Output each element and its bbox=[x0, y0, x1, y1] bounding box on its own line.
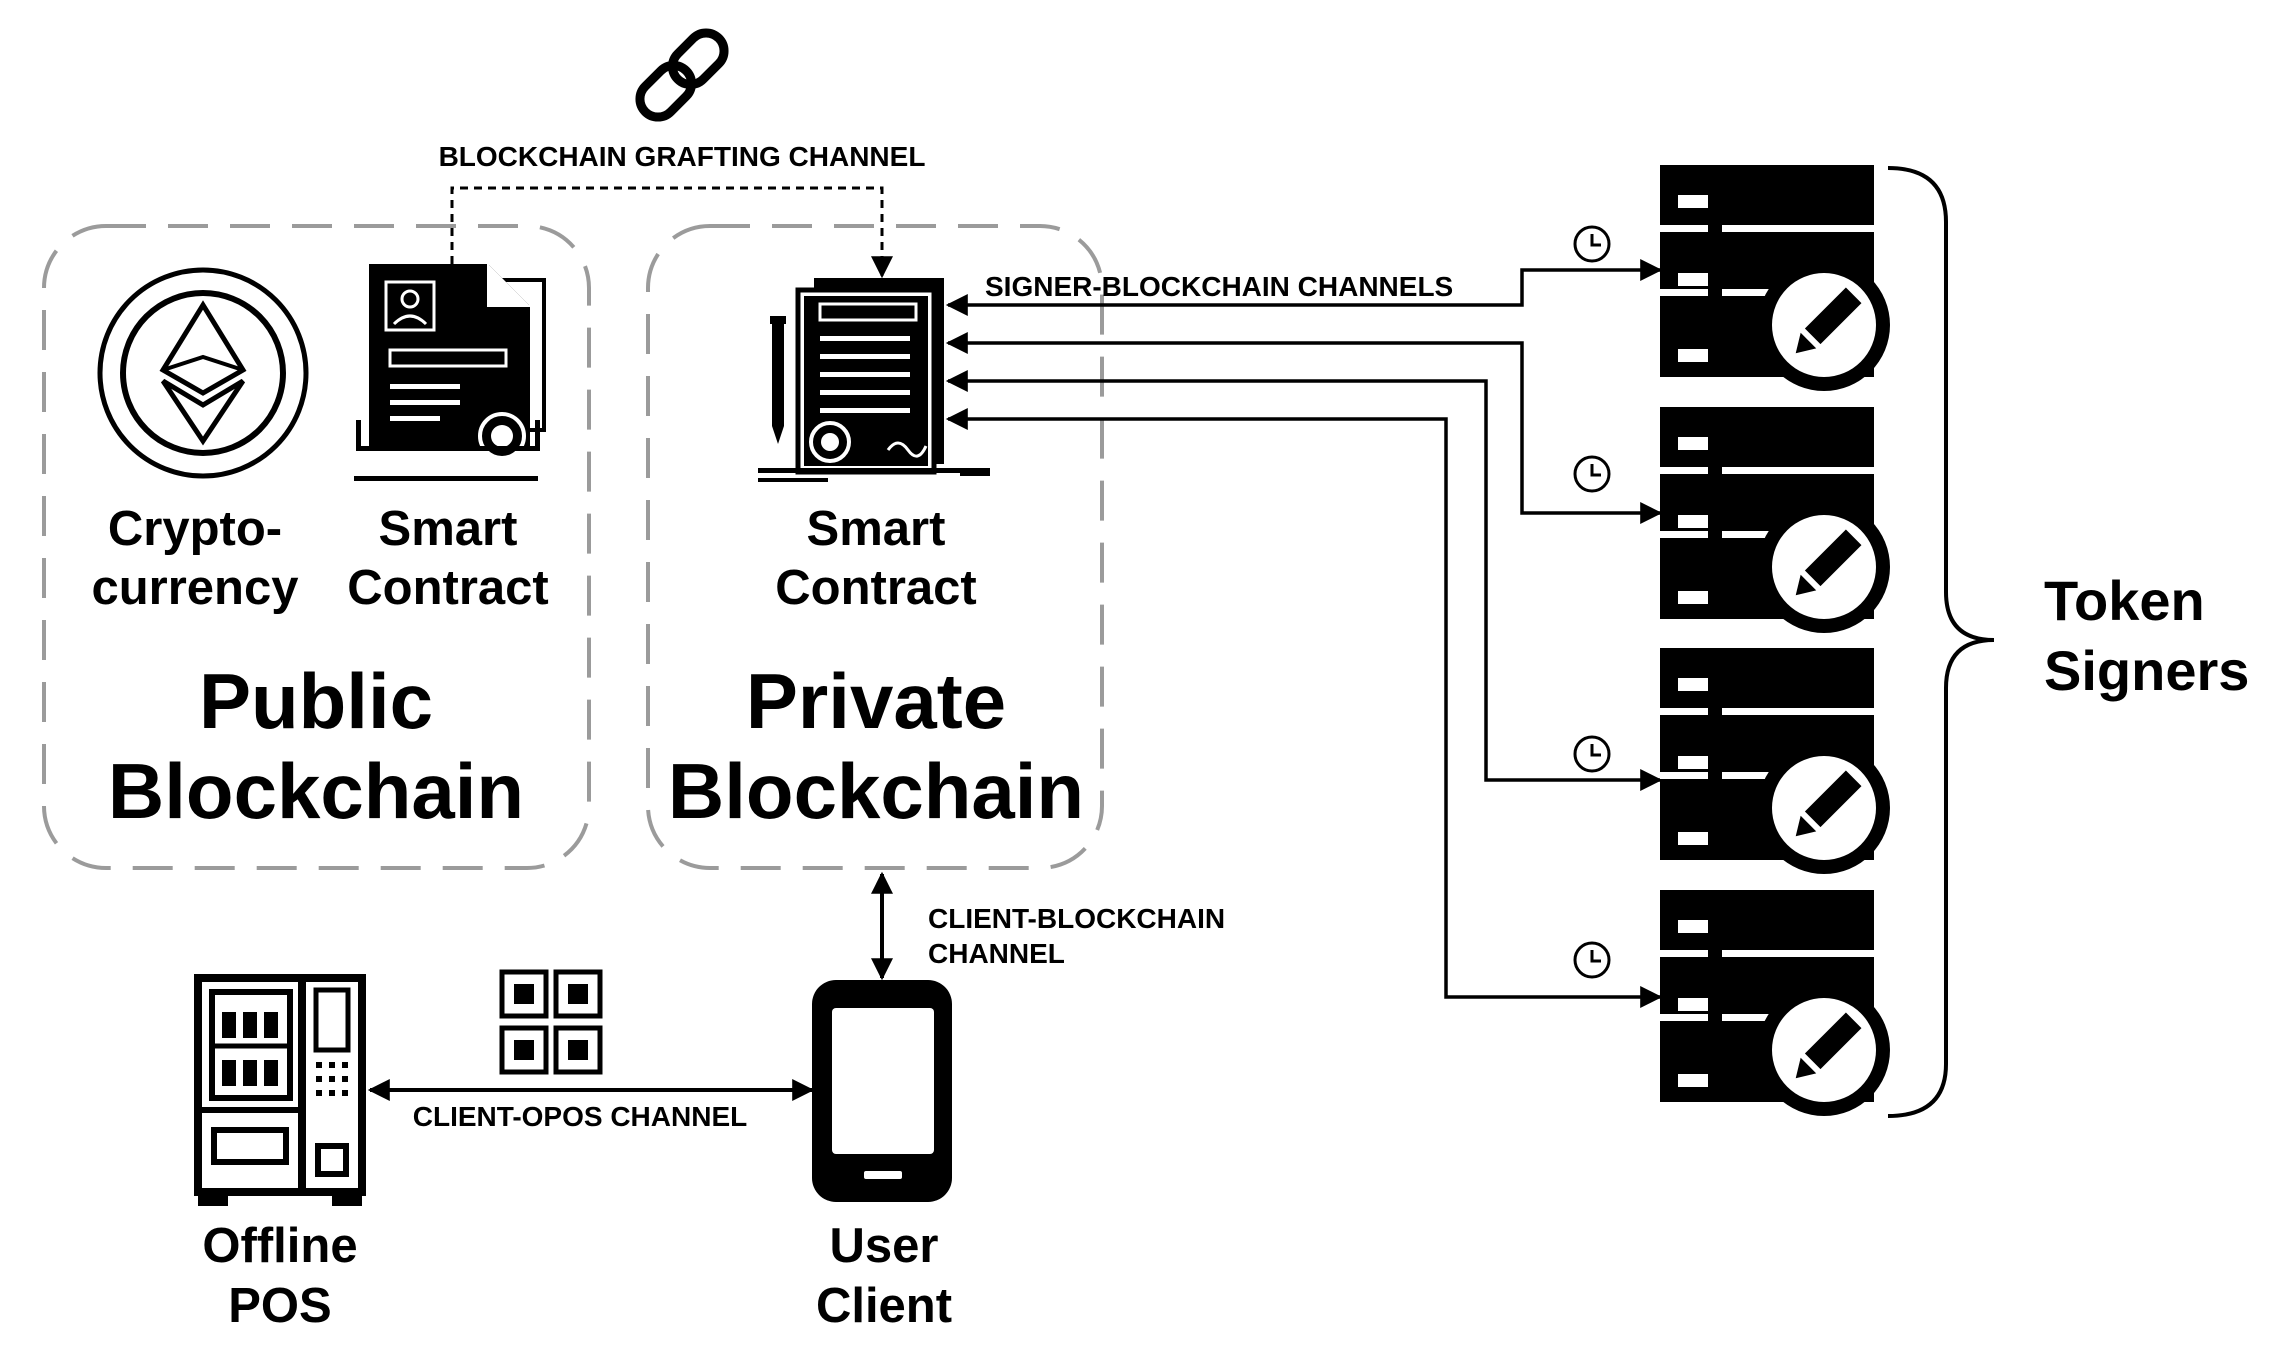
signer-channel-2 bbox=[945, 332, 1663, 524]
server-edit-icon bbox=[1660, 407, 1892, 633]
certificate-icon bbox=[354, 264, 546, 481]
signer-channel-3 bbox=[945, 370, 1663, 791]
client-opos-label: CLIENT-OPOS CHANNEL bbox=[413, 1101, 747, 1132]
token-signers-label-line1: Token bbox=[2044, 569, 2205, 632]
user-client-label-line1: User bbox=[830, 1219, 939, 1273]
public-contract-label-line1: Smart bbox=[379, 502, 518, 556]
token-signers-brace bbox=[1887, 166, 1995, 1118]
offline-pos-label-line2: POS bbox=[228, 1279, 331, 1333]
contract-signing-icon bbox=[758, 278, 990, 482]
public-blockchain-box bbox=[42, 224, 591, 870]
signer-blockchain-label: SIGNER-BLOCKCHAIN CHANNELS bbox=[985, 271, 1453, 302]
private-contract-label-line1: Smart bbox=[807, 502, 946, 556]
clock-icon bbox=[1573, 455, 1611, 493]
public-contract-label-line2: Contract bbox=[347, 561, 548, 615]
smartphone-icon bbox=[812, 980, 952, 1202]
token-signers-label-line2: Signers bbox=[2044, 639, 2249, 702]
server-edit-icon bbox=[1660, 165, 1892, 391]
ethereum-icon bbox=[97, 267, 309, 479]
signer-blockchain-channels bbox=[945, 259, 1663, 1008]
clock-icon bbox=[1573, 225, 1611, 263]
public-blockchain-title-line1: Public bbox=[199, 657, 433, 745]
vending-machine-icon bbox=[194, 974, 366, 1206]
signer-channel-1 bbox=[945, 259, 1663, 316]
clock-icon bbox=[1573, 941, 1611, 979]
cryptocurrency-label-line2: currency bbox=[91, 561, 298, 615]
server-edit-icon bbox=[1660, 890, 1892, 1116]
chain-link-icon bbox=[635, 28, 729, 122]
private-contract-label-line2: Contract bbox=[775, 561, 976, 615]
user-client-label-line2: Client bbox=[816, 1279, 952, 1333]
private-blockchain-title-line1: Private bbox=[746, 657, 1006, 745]
private-blockchain-title-line2: Blockchain bbox=[668, 747, 1084, 835]
grafting-channel-line bbox=[450, 186, 893, 279]
offline-pos-label-line1: Offline bbox=[202, 1219, 357, 1273]
public-blockchain-title-line2: Blockchain bbox=[108, 747, 524, 835]
signer-channel-4 bbox=[945, 408, 1663, 1008]
client-blockchain-label-line2: CHANNEL bbox=[928, 938, 1065, 969]
client-blockchain-label-line1: CLIENT-BLOCKCHAIN bbox=[928, 903, 1225, 934]
server-edit-icon bbox=[1660, 648, 1892, 874]
clock-icon bbox=[1573, 735, 1611, 773]
cryptocurrency-label-line1: Crypto- bbox=[108, 502, 282, 556]
grafting-channel-label: BLOCKCHAIN GRAFTING CHANNEL bbox=[439, 141, 926, 172]
qr-code-icon bbox=[499, 969, 603, 1075]
